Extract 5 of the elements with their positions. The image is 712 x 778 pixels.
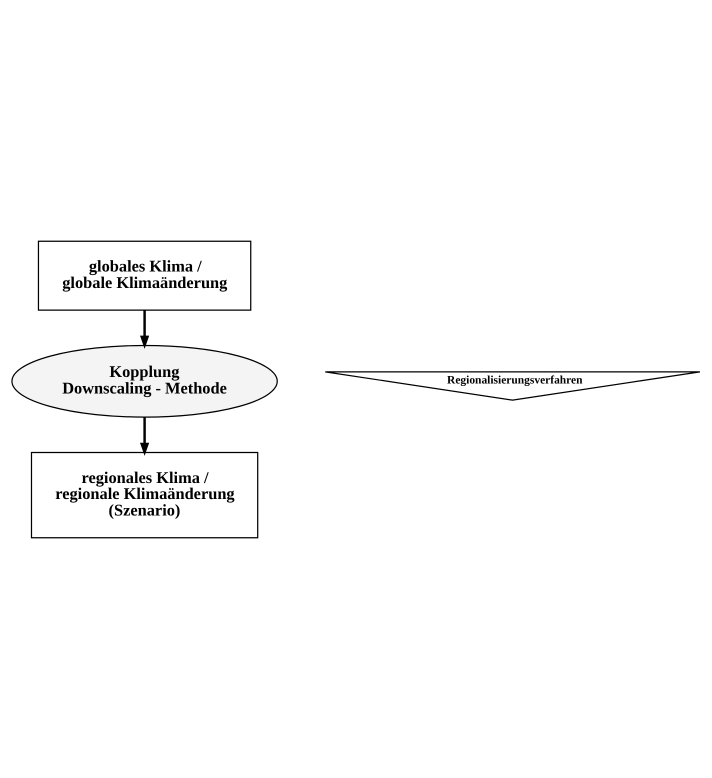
arrow xyxy=(140,416,150,456)
node-box: regionales Klima / regionale Klimaänderung (Szenario) xyxy=(30,451,258,538)
node-box: globales Klima / globale Klimaänderung xyxy=(38,240,252,310)
arrow xyxy=(140,310,150,348)
node-ellipse: Kopplung Downscaling - Methode xyxy=(11,344,278,418)
